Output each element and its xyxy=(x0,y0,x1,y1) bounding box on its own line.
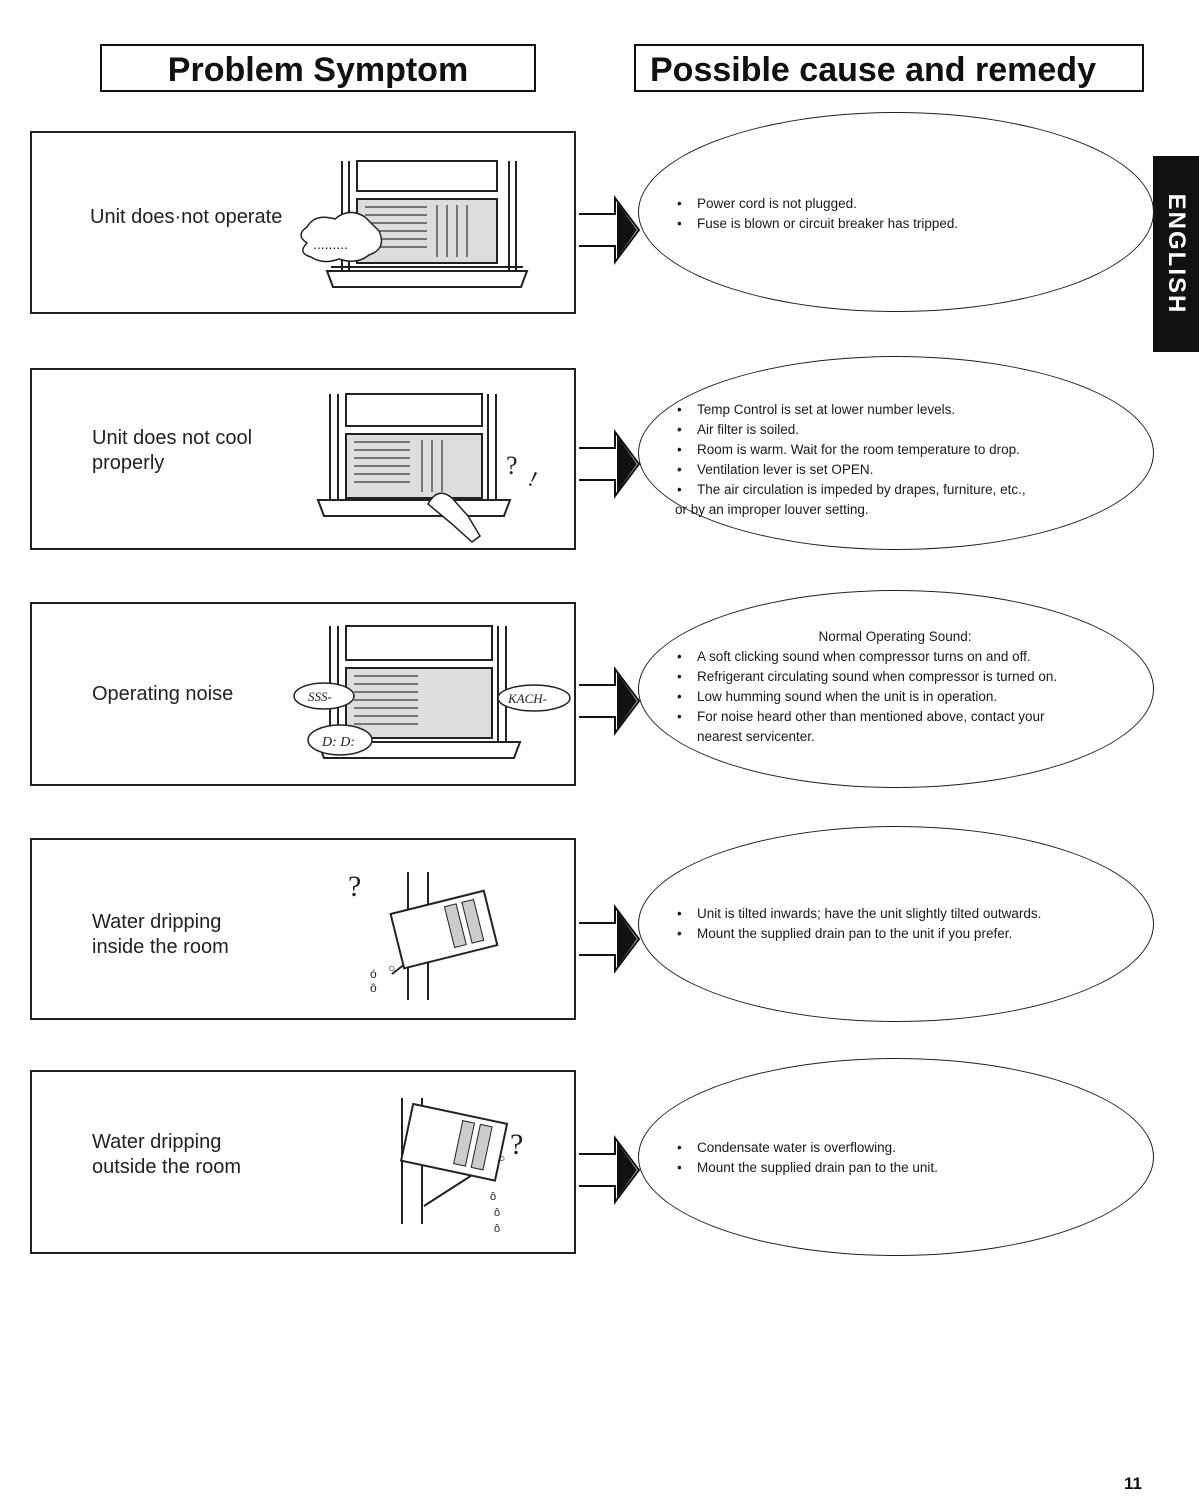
window-ac-unit-illustration: ......... xyxy=(300,160,529,288)
problem-symptom-header: Problem Symptom xyxy=(100,44,536,92)
symptom-line: Water dripping xyxy=(92,1131,222,1153)
cause-list: Condensate water is overflowing. Mount t… xyxy=(675,1138,938,1178)
arrow-icon xyxy=(579,429,641,499)
cause-list: Temp Control is set at lower number leve… xyxy=(675,400,1026,520)
cause-continuation: nearest servicenter. xyxy=(697,729,815,744)
symptom-text: Operating noise xyxy=(92,682,233,707)
cause-item: Condensate water is overflowing. xyxy=(675,1138,938,1158)
arrow-icon xyxy=(579,904,641,974)
svg-text:ô: ô xyxy=(494,1207,500,1219)
svg-text:ô: ô xyxy=(370,981,377,995)
language-tab: ENGLISH xyxy=(1153,156,1199,352)
cause-list: Unit is tilted inwards; have the unit sl… xyxy=(675,904,1041,944)
symptom-box-dripping-outside: Water dripping outside the room ? ○ ô ô … xyxy=(30,1070,576,1254)
sound-label: SSS- xyxy=(308,689,332,704)
symptom-line: Unit does not cool xyxy=(92,427,253,449)
svg-text:ô: ô xyxy=(494,1223,500,1235)
cause-item: Fuse is blown or circuit breaker has tri… xyxy=(675,214,958,234)
cause-item: Refrigerant circulating sound when compr… xyxy=(675,667,1115,687)
svg-text:!: ! xyxy=(525,466,542,492)
sound-label: KACH- xyxy=(507,691,547,706)
cause-item: Low humming sound when the unit is in op… xyxy=(675,687,1115,707)
page-number: 11 xyxy=(1124,1474,1142,1493)
cause-item: For noise heard other than mentioned abo… xyxy=(675,707,1115,727)
causes-heading: Normal Operating Sound: xyxy=(818,629,972,644)
symptom-line: Operating noise xyxy=(92,683,234,705)
symptom-line: properly xyxy=(92,452,165,474)
arrow-icon xyxy=(579,1135,641,1205)
window-ac-unit-illustration: ? ! xyxy=(316,393,542,543)
svg-text:.........: ......... xyxy=(313,236,348,252)
symptom-text: Water dripping outside the room xyxy=(92,1130,241,1180)
svg-text:ó: ó xyxy=(370,967,377,981)
sound-label: D: D: xyxy=(321,735,355,750)
symptom-box-dripping-inside: Water dripping inside the room ? ○ ó ô xyxy=(30,838,576,1020)
cause-item: Power cord is not plugged. xyxy=(675,194,958,214)
possible-cause-header: Possible cause and remedy xyxy=(634,44,1144,92)
cause-item: Air filter is soiled. xyxy=(675,420,1026,440)
cause-item: A soft clicking sound when compressor tu… xyxy=(675,647,1115,667)
symptom-line: Unit does·not operate xyxy=(90,206,283,228)
symptom-box-not-cool: Unit does not cool properly ? ! xyxy=(30,368,576,550)
cause-item: Unit is tilted inwards; have the unit sl… xyxy=(675,904,1041,924)
svg-text:○: ○ xyxy=(498,1151,505,1165)
tilted-unit-illustration: ? ○ ô ô ô xyxy=(399,1098,523,1235)
arrow-icon xyxy=(579,666,641,736)
svg-text:ô: ô xyxy=(490,1191,496,1203)
cause-list: Power cord is not plugged. Fuse is blown… xyxy=(675,194,958,234)
cause-continuation: or by an improper louver setting. xyxy=(675,502,869,517)
symptom-box-not-operate: Unit does·not operate ......... xyxy=(30,131,576,314)
svg-text:○: ○ xyxy=(388,961,395,975)
cause-item: Ventilation lever is set OPEN. xyxy=(675,460,1026,480)
cause-item: Mount the supplied drain pan to the unit… xyxy=(675,924,1041,944)
cause-list: Normal Operating Sound: A soft clicking … xyxy=(675,627,1115,747)
symptom-line: Water dripping xyxy=(92,911,222,933)
cause-item: The air circulation is impeded by drapes… xyxy=(675,480,1026,500)
svg-text:?: ? xyxy=(348,870,361,903)
cause-item: Room is warm. Wait for the room temperat… xyxy=(675,440,1026,460)
symptom-line: inside the room xyxy=(92,936,229,958)
tilted-unit-illustration: ? ○ ó ô xyxy=(348,870,499,1000)
cause-item: Mount the supplied drain pan to the unit… xyxy=(675,1158,938,1178)
symptom-box-operating-noise: Operating noise SSS- KACH- D: D: xyxy=(30,602,576,786)
arrow-icon xyxy=(579,195,641,265)
window-ac-unit-illustration: SSS- KACH- D: D: xyxy=(293,625,571,759)
symptom-text: Unit does·not operate xyxy=(90,205,282,230)
symptom-text: Water dripping inside the room xyxy=(92,910,229,960)
svg-text:?: ? xyxy=(506,451,518,480)
language-tab-label: ENGLISH xyxy=(1163,193,1190,315)
cause-item: Temp Control is set at lower number leve… xyxy=(675,400,1026,420)
symptom-line: outside the room xyxy=(92,1156,241,1178)
svg-text:?: ? xyxy=(510,1128,523,1161)
symptom-text: Unit does not cool properly xyxy=(92,426,252,476)
